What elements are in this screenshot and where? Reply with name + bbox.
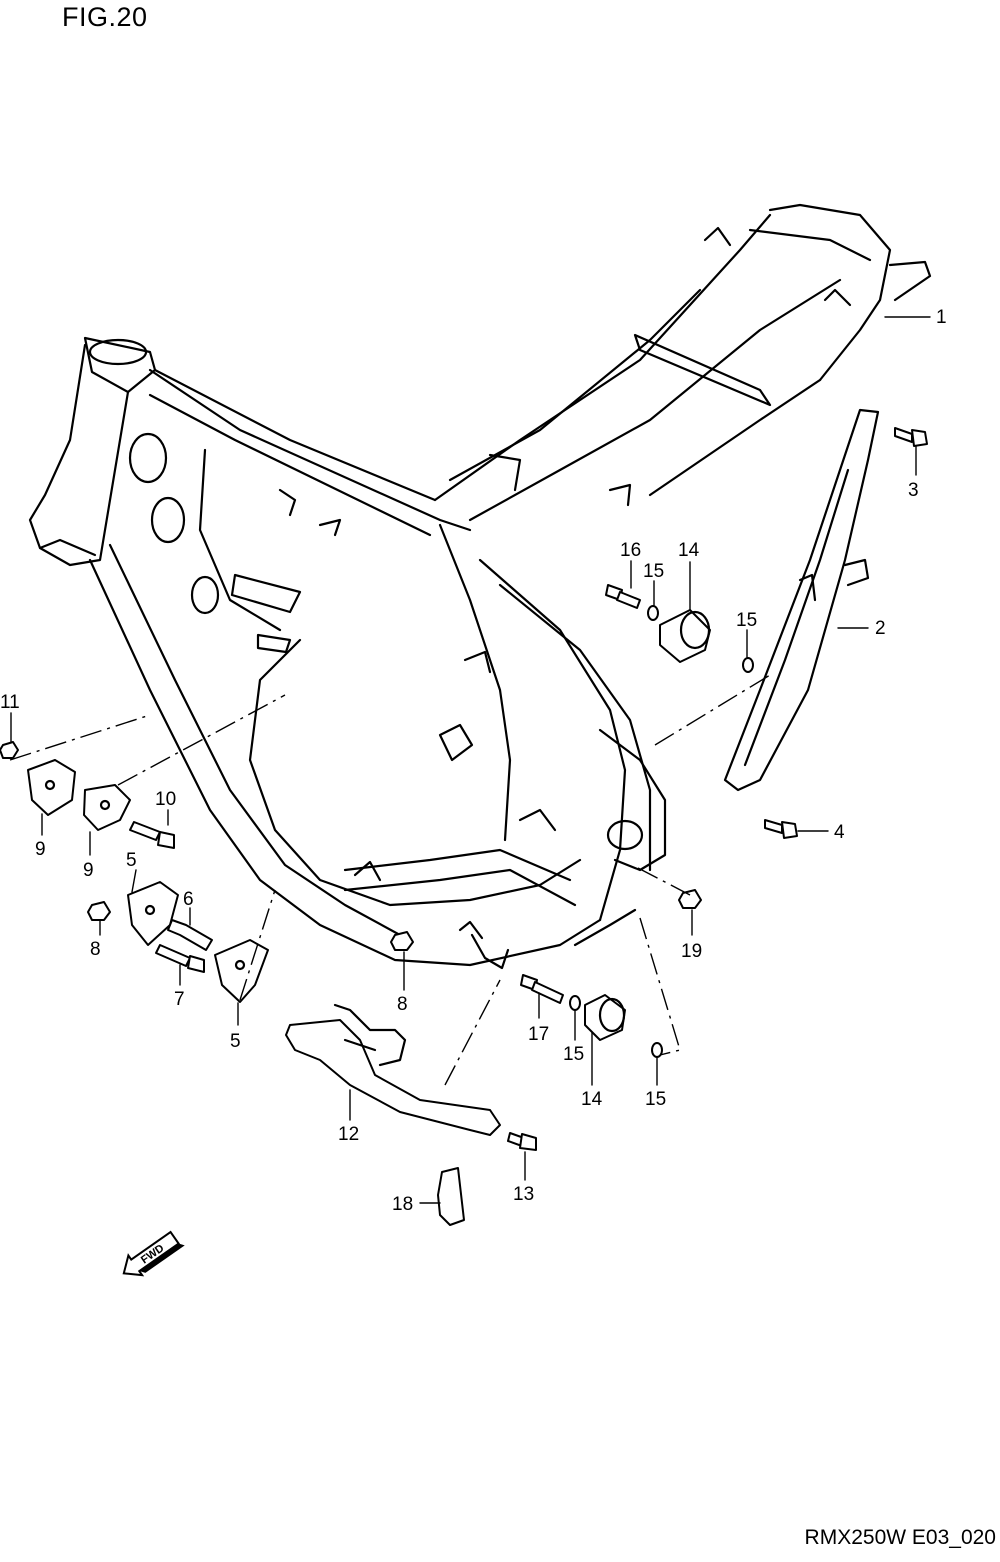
callout-6: 6: [183, 889, 194, 910]
nut-part-8-left: [87, 901, 111, 921]
nut-part-19: [678, 889, 702, 909]
bolt-part-10: [129, 821, 175, 849]
main-frame: [28, 203, 932, 970]
callout-15-d: 15: [645, 1089, 666, 1110]
bolt-part-13: [507, 1132, 537, 1151]
fwd-arrow-icon: FWD: [122, 1230, 185, 1277]
callout-16: 16: [620, 540, 641, 561]
callout-4: 4: [834, 822, 845, 843]
callout-5-upper: 5: [126, 850, 137, 871]
bolt-part-4: [764, 819, 798, 839]
callout-8-left: 8: [90, 939, 101, 960]
callout-2: 2: [875, 618, 886, 639]
damper-part-14-lower: [584, 994, 626, 1041]
figure-code: RMX250W E03_020: [804, 1526, 996, 1549]
callout-9-left: 9: [35, 839, 46, 860]
washer-part-15-c: [569, 995, 581, 1011]
callout-11: 11: [0, 692, 20, 713]
bracket-part-9-right: [83, 784, 131, 831]
washer-part-15-a: [647, 605, 659, 621]
clamp-part-18: [437, 1167, 465, 1226]
bracket-part-9-left: [27, 759, 76, 816]
callout-12: 12: [338, 1124, 359, 1145]
bolt-part-17: [520, 974, 564, 1004]
figure-title: FIG.20: [62, 2, 148, 32]
nut-part-11: [0, 741, 19, 759]
damper-part-14-upper: [659, 609, 711, 663]
washer-part-15-d: [651, 1042, 663, 1058]
bolt-part-3: [894, 427, 928, 447]
callout-8-right: 8: [397, 994, 408, 1015]
callout-15-a: 15: [643, 561, 664, 582]
callouts: 1 2 3 4 5 5 6 7 8 8 9 9 10 11 12 13 14 1…: [0, 307, 947, 1215]
callout-3: 3: [908, 480, 919, 501]
callout-18: 18: [392, 1194, 413, 1215]
bolt-part-16: [605, 584, 641, 609]
bolt-part-7: [155, 944, 205, 973]
bracket-part-5-upper: [127, 881, 179, 946]
assembly-lines: [9, 674, 771, 1086]
bracket-part-5-lower: [214, 939, 269, 1003]
skid-bracket-part-12: [285, 1003, 501, 1136]
nut-part-8-right: [390, 931, 414, 951]
washer-part-15-b: [742, 657, 754, 673]
bolt-part-6: [167, 919, 213, 951]
callout-15-c: 15: [563, 1044, 584, 1065]
callout-14-lower: 14: [581, 1089, 603, 1110]
callout-5-lower: 5: [230, 1031, 241, 1052]
callout-1: 1: [936, 307, 947, 328]
callout-17: 17: [528, 1024, 549, 1045]
callout-15-b: 15: [736, 610, 757, 631]
callout-9-right: 9: [83, 860, 94, 881]
leader-lines: [10, 316, 931, 1204]
callout-7: 7: [174, 989, 185, 1010]
callout-14-upper: 14: [678, 540, 700, 561]
callout-13: 13: [513, 1184, 534, 1205]
callout-19: 19: [681, 941, 702, 962]
subframe-part-2: [723, 408, 880, 792]
callout-10: 10: [155, 789, 176, 810]
